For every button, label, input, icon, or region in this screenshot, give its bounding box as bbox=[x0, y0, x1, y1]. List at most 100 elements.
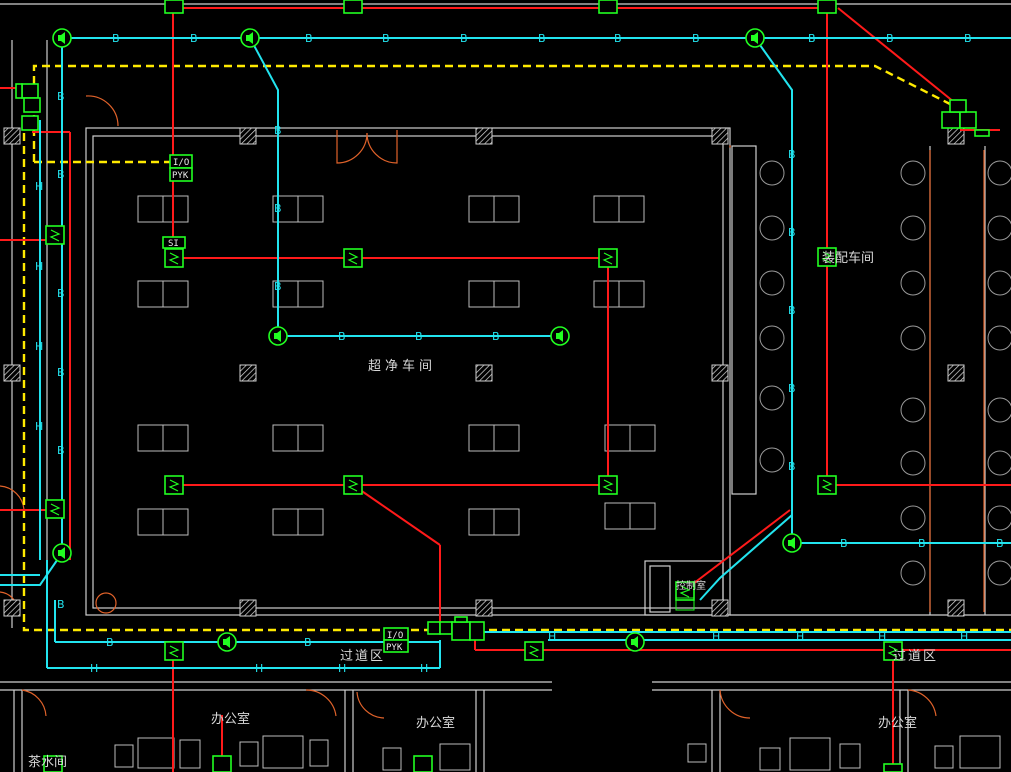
svg-text:B: B bbox=[788, 226, 796, 239]
svg-text:B: B bbox=[808, 32, 816, 45]
svg-text:B: B bbox=[190, 32, 198, 45]
speaker-icon bbox=[745, 28, 765, 48]
room-assembly-workshop: 装配车间 bbox=[822, 250, 874, 266]
svg-text:B: B bbox=[614, 32, 622, 45]
power-label: PYK bbox=[386, 643, 403, 653]
speaker-icon bbox=[52, 28, 72, 48]
svg-text:B: B bbox=[57, 366, 65, 379]
io-label: I/O bbox=[387, 631, 403, 641]
svg-text:B: B bbox=[415, 330, 423, 343]
svg-text:B: B bbox=[692, 32, 700, 45]
cable-tags: B B B B B B B B B B B B B B B B B B B B B B B B B B B… bbox=[35, 32, 1004, 675]
io-module-icon: SI bbox=[162, 236, 186, 249]
svg-text:B: B bbox=[112, 32, 120, 45]
room-clean-workshop: 超净车间 bbox=[368, 358, 436, 374]
smoke-detector-icon bbox=[817, 0, 837, 14]
speaker-icon bbox=[240, 28, 260, 48]
speaker-icon bbox=[782, 533, 802, 553]
room-labels: 超净车间 装配车间 过道区 过道区 办公室 办公室 办公室 茶水间 控制室 bbox=[28, 250, 938, 770]
smoke-detector-icon bbox=[343, 475, 363, 495]
speakers bbox=[52, 28, 802, 652]
speaker-icon bbox=[268, 326, 288, 346]
power-label: PYK bbox=[172, 171, 189, 181]
svg-text:B: B bbox=[538, 32, 546, 45]
smoke-detector-icon bbox=[212, 755, 232, 772]
columns bbox=[3, 127, 965, 617]
svg-text:B: B bbox=[918, 537, 926, 550]
io-module-icon: I/O PYK bbox=[383, 627, 409, 653]
smoke-detector-icon bbox=[883, 763, 903, 772]
io-label: I/O bbox=[173, 158, 189, 168]
room-office-2: 办公室 bbox=[416, 715, 455, 731]
svg-text:B: B bbox=[492, 330, 500, 343]
svg-text:B: B bbox=[57, 90, 65, 103]
room-tea-room: 茶水间 bbox=[28, 754, 67, 770]
svg-text:B: B bbox=[57, 287, 65, 300]
room-office-3: 办公室 bbox=[878, 715, 917, 731]
manual-alarm-icon bbox=[941, 99, 990, 137]
svg-text:B: B bbox=[964, 32, 972, 45]
assembly-equipment bbox=[759, 160, 1011, 586]
svg-text:B: B bbox=[304, 636, 312, 649]
workstations bbox=[137, 195, 656, 536]
walls bbox=[0, 3, 1011, 772]
fire-zone-boundary bbox=[22, 64, 1011, 632]
speaker-icon bbox=[550, 326, 570, 346]
smoke-detectors bbox=[43, 0, 903, 772]
svg-text:B: B bbox=[382, 32, 390, 45]
telephone-icon bbox=[675, 597, 695, 611]
smoke-detector-icon bbox=[524, 641, 544, 661]
smoke-detector-icon bbox=[45, 225, 65, 245]
si-label: SI bbox=[168, 239, 179, 249]
smoke-detector-icon bbox=[675, 581, 695, 601]
svg-text:H: H bbox=[35, 340, 43, 353]
smoke-detector-icon bbox=[343, 248, 363, 268]
svg-text:H: H bbox=[338, 662, 346, 675]
speaker-icon bbox=[52, 543, 72, 563]
svg-text:B: B bbox=[57, 444, 65, 457]
smoke-detector-icon bbox=[883, 641, 903, 661]
speaker-icon bbox=[217, 632, 237, 652]
room-control-room: 控制室 bbox=[676, 579, 706, 592]
svg-text:B: B bbox=[274, 202, 282, 215]
smoke-detector-icon bbox=[164, 641, 184, 661]
room-corridor-left: 过道区 bbox=[340, 649, 385, 664]
svg-text:H: H bbox=[35, 180, 43, 193]
svg-text:B: B bbox=[57, 168, 65, 181]
smoke-detector-icon bbox=[164, 475, 184, 495]
room-office-1: 办公室 bbox=[211, 711, 250, 727]
smoke-detector-icon bbox=[164, 0, 184, 14]
svg-text:B: B bbox=[274, 280, 282, 293]
speaker-icon bbox=[625, 632, 645, 652]
svg-text:H: H bbox=[796, 630, 804, 643]
manual-alarm-icon bbox=[427, 616, 485, 641]
io-modules: I/O PYK SI I/O PYK bbox=[15, 83, 990, 653]
svg-text:B: B bbox=[840, 537, 848, 550]
smoke-detector-icon bbox=[817, 475, 837, 495]
smoke-detector-icon bbox=[45, 499, 65, 519]
svg-text:B: B bbox=[886, 32, 894, 45]
svg-text:B: B bbox=[106, 636, 114, 649]
svg-text:B: B bbox=[788, 304, 796, 317]
svg-text:B: B bbox=[460, 32, 468, 45]
svg-text:H: H bbox=[960, 630, 968, 643]
svg-text:B: B bbox=[338, 330, 346, 343]
smoke-detector-icon bbox=[343, 0, 363, 14]
smoke-detector-icon bbox=[164, 248, 184, 268]
doors bbox=[0, 95, 985, 719]
svg-text:H: H bbox=[420, 662, 428, 675]
svg-text:H: H bbox=[255, 662, 263, 675]
broadcast-wiring bbox=[0, 37, 1011, 669]
smoke-detector-icon bbox=[598, 0, 618, 14]
svg-text:B: B bbox=[996, 537, 1004, 550]
svg-text:H: H bbox=[548, 630, 556, 643]
smoke-detector-icon bbox=[598, 475, 618, 495]
io-module-icon: I/O PYK bbox=[169, 154, 193, 182]
svg-text:H: H bbox=[35, 260, 43, 273]
smoke-detector-icon bbox=[413, 755, 433, 772]
svg-text:B: B bbox=[788, 148, 796, 161]
svg-text:B: B bbox=[788, 460, 796, 473]
room-corridor-right: 过道区 bbox=[893, 649, 938, 664]
